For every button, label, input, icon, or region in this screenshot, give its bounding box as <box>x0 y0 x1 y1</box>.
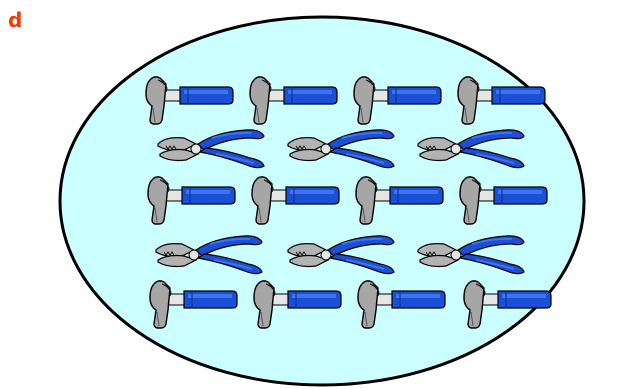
panel-label: d <box>8 8 23 32</box>
